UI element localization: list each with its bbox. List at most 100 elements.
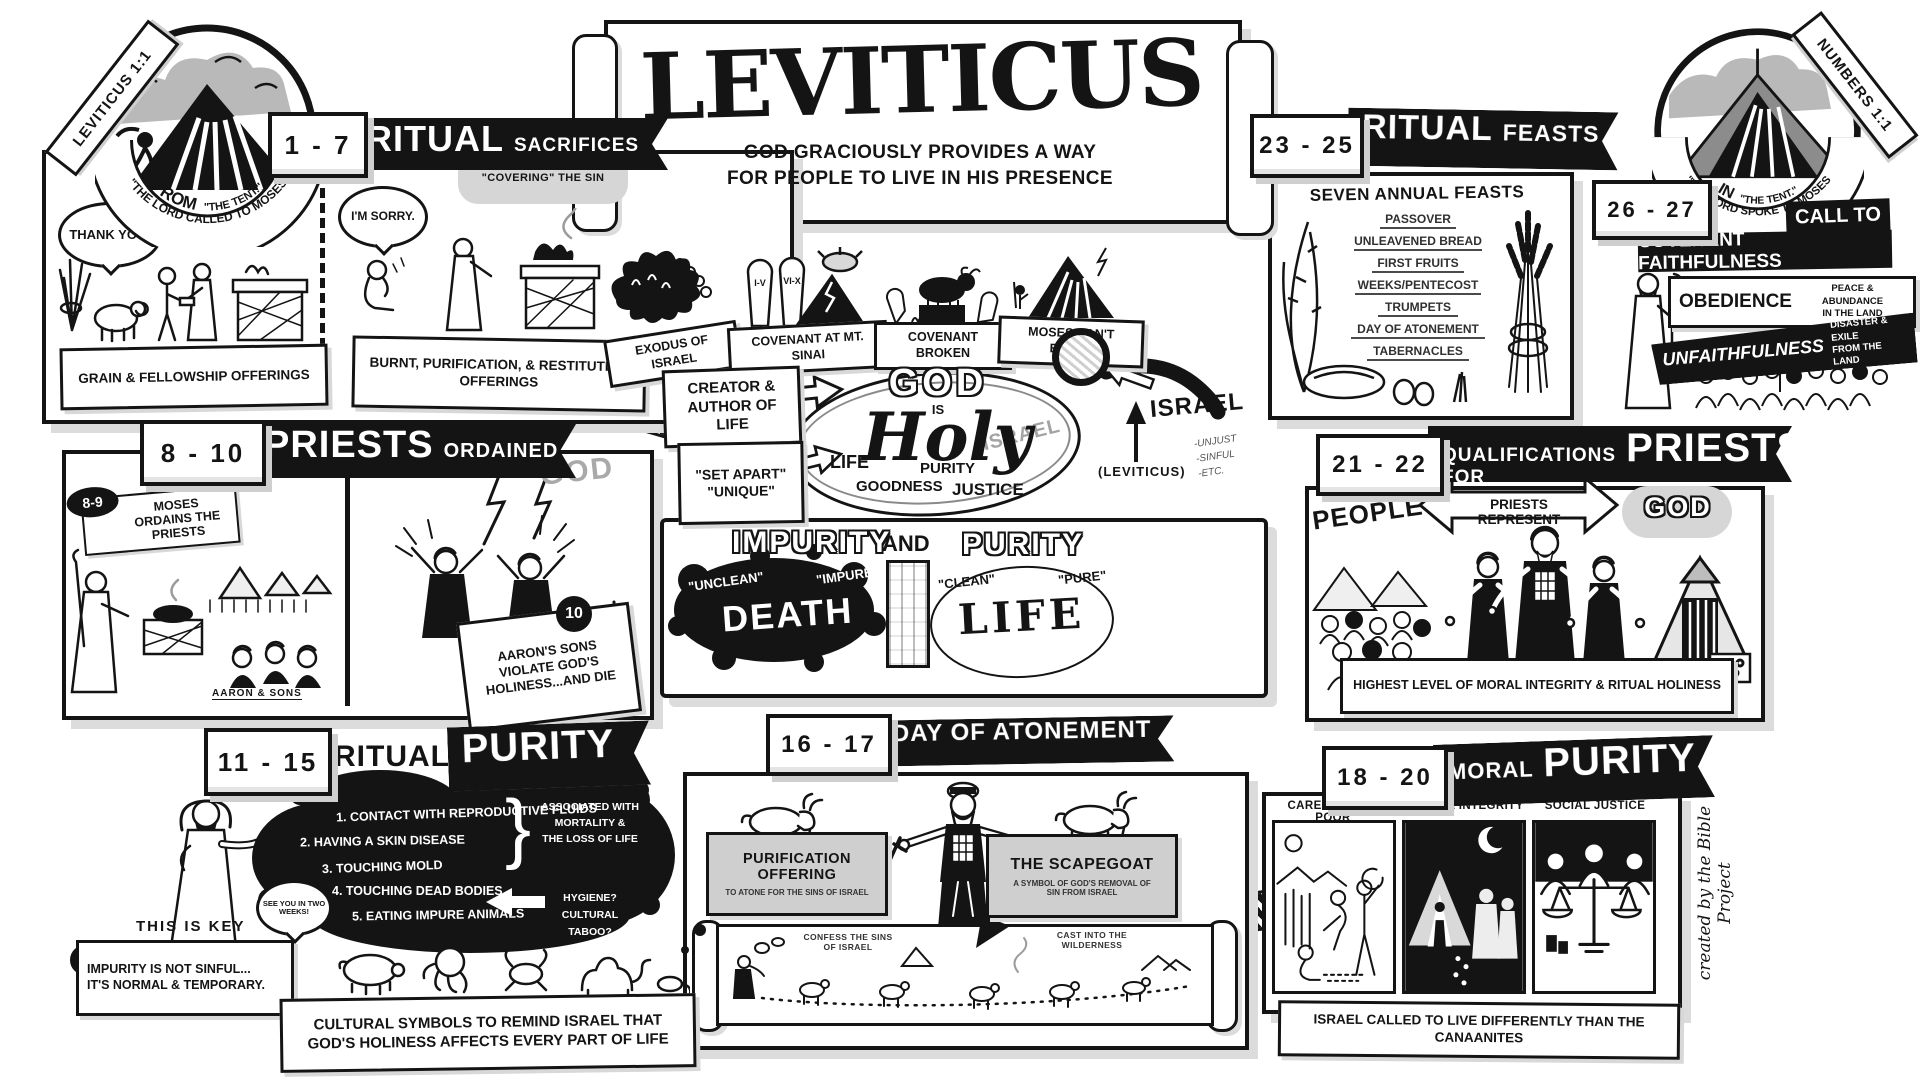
page-title: LEVITICUS [638, 18, 1204, 142]
ordination-scene [70, 548, 333, 694]
purification-offering-sign: PURIFICATION OFFERING TO ATONE FOR THE S… [706, 832, 888, 916]
section-18-20-banner: MORAL PURITY [1433, 735, 1715, 807]
kneeling-man-icon [366, 259, 388, 281]
purification-offering-sub: TO ATONE FOR THE SINS OF ISRAEL [725, 888, 869, 897]
god-label-21-22: GOD [1644, 492, 1712, 522]
atonement-note-2: "COVERING" THE SIN [481, 172, 605, 184]
title-subtitle-2: FOR PEOPLE TO LIVE IN HIS PRESENCE [727, 168, 1113, 189]
fire-icon [533, 243, 574, 260]
section-16-17-banner: DAY OF ATONEMENT [878, 715, 1175, 766]
rat-icon [656, 975, 684, 993]
canaanites-text: ISRAEL CALLED TO LIVE DIFFERENTLY THAN T… [1313, 1011, 1645, 1046]
impurity-splat [668, 544, 886, 672]
unfaithfulness-result: DISASTER & EXILE FROM THE LAND [1830, 314, 1908, 370]
feast-weeks-pentecost: WEEKS/PENTECOST [1355, 278, 1481, 295]
section-11-15-banner: PURITY [447, 720, 651, 791]
moses-11-15-icon [166, 799, 266, 970]
wall-icon [886, 560, 930, 668]
timeline-banner-broken: COVENANT BROKEN [874, 322, 1012, 370]
feast-tabernacles: TABERNACLES [1367, 344, 1469, 361]
key-note-line1: IMPURITY IS NOT SINFUL... [87, 962, 251, 977]
section-23-25-banner: RITUAL FEASTS [1348, 108, 1619, 171]
priest-icon [517, 555, 543, 581]
section-18-20-chip: 18 - 20 [1322, 746, 1448, 810]
feast-unleavened-bread: UNLEAVENED BREAD [1354, 234, 1482, 251]
timeline-banner-sinai-text: COVENANT AT MT. SINAI [751, 329, 865, 363]
two-weeks-bubble: SEE YOU IN TWO WEEKS! [256, 880, 332, 936]
panel-social-justice-label: SOCIAL JUSTICE [1544, 800, 1646, 812]
sheep-icon [93, 303, 139, 333]
wheat-bundle-icon [1506, 209, 1553, 393]
impurity-item-5: 5. EATING IMPURE ANIMALS [351, 906, 525, 924]
section-23-25-subtitle: FEASTS [1502, 119, 1600, 148]
altar-icon [519, 264, 601, 280]
section-11-15-chip: 11 - 15 [204, 728, 332, 796]
broken-tablet-icon [885, 287, 906, 326]
social-justice-panel [1532, 820, 1656, 994]
and-word: AND [882, 531, 930, 556]
cultural-symbols-line2: GOD'S HOLINESS AFFECTS EVERY PART OF LIF… [307, 1030, 669, 1053]
grain-offering-scene [58, 258, 309, 343]
kneeling-priests-icon [230, 640, 321, 688]
mountains-icon [1276, 866, 1348, 887]
brace-glyph: } [505, 783, 532, 871]
moon-icon [1478, 826, 1503, 854]
feast-day-of-atonement: DAY OF ATONEMENT [1351, 322, 1485, 339]
section-26-27-chip: 26 - 27 [1592, 180, 1712, 240]
aaron-sons-label: AARON & SONS [212, 688, 302, 700]
aarons-sons-sign-text: AARON'S SONS VIOLATE GOD'S HOLINESS...AN… [485, 636, 617, 698]
credit-line: created by the Bible Project [1695, 805, 1735, 981]
scapegoat-title: THE SCAPEGOAT [1010, 855, 1154, 873]
im-sorry-bubble: I'M SORRY. [338, 186, 428, 248]
section-8-10-chip: 8 - 10 [140, 420, 266, 486]
impurity-item-3: 3. TOUCHING MOLD [321, 857, 443, 877]
obedience-box: OBEDIENCE PEACE & ABUNDANCE IN THE LAND [1668, 276, 1916, 328]
sinai-drawing [746, 247, 869, 330]
section-23-25-chip: 23 - 25 [1250, 114, 1364, 178]
section-1-7-banner: RITUAL SACRIFICES [352, 118, 668, 170]
feast-first-fruits: FIRST FRUITS [1372, 256, 1464, 273]
priests-represent-label: PRIESTS REPRESENT [1477, 497, 1561, 527]
sexual-integrity-panel [1402, 820, 1526, 994]
key-note-box: IMPURITY IS NOT SINFUL... IT'S NORMAL & … [76, 940, 294, 1016]
unfaithfulness-result-2: FROM THE LAND [1831, 340, 1883, 369]
moses-small-icon [1015, 285, 1025, 295]
impurity-word: IMPURITY [732, 526, 892, 559]
section-16-17-chip-label: 16 - 17 [781, 731, 877, 758]
wilderness-scroll [716, 924, 1214, 1026]
cultural-symbols-banner: CULTURAL SYMBOLS TO REMIND ISRAEL THAT G… [279, 993, 697, 1073]
seven-feasts-heading: SEVEN ANNUAL FEASTS [1309, 182, 1525, 205]
god-word: GOD [888, 362, 988, 404]
section-1-7-divider [320, 158, 325, 408]
sickle-icon [1361, 867, 1384, 890]
dagger-icon [888, 836, 908, 862]
arrow-leviticus-up [1125, 401, 1147, 462]
section-18-20-title: PURITY [1542, 735, 1697, 786]
silhouette-icon [1433, 901, 1446, 947]
section-1-7-title: RITUAL [366, 118, 504, 159]
section-16-17-chip: 16 - 17 [766, 714, 892, 776]
section-21-22-banner: QUALIFICATIONS FOR PRIESTS [1428, 426, 1792, 482]
goat-walking-icon [969, 983, 1000, 1010]
smoke-icon [170, 578, 180, 602]
fire-icon [1095, 247, 1108, 277]
feast-list: PASSOVER UNLEAVENED BREAD FIRST FRUITS W… [1330, 212, 1506, 366]
feast-passover: PASSOVER [1380, 212, 1456, 229]
tablet-icon [746, 258, 774, 328]
setapart-line1: "SET APART" [695, 464, 787, 483]
scapegoat-journey-scene [732, 937, 1192, 1010]
creator-box: CREATOR & AUTHOR OF LIFE [661, 365, 803, 449]
section-1-7-chip-label: 1 - 7 [284, 129, 352, 160]
purity-word-sign: PURITY [962, 528, 1085, 561]
cast-wilderness-label: CAST INTO THE WILDERNESS [1056, 930, 1128, 950]
section-21-22-title-pre: QUALIFICATIONS FOR [1442, 445, 1617, 488]
fence-icon [209, 599, 307, 613]
goat-walking-icon [1122, 977, 1151, 1002]
trail-icon [760, 984, 1192, 1007]
high-priest-icon [888, 781, 1029, 936]
section-8-10-divider [345, 456, 350, 706]
this-is-key-label: THIS IS KEY [136, 918, 246, 935]
assoc-line-1: ASSOCIATED WITH [541, 801, 639, 813]
section-21-22-chip-label: 21 - 22 [1332, 451, 1428, 478]
tent-called-badge: "THE LORD CALLED TO MOSES FROM "THE TENT… [95, 24, 320, 247]
